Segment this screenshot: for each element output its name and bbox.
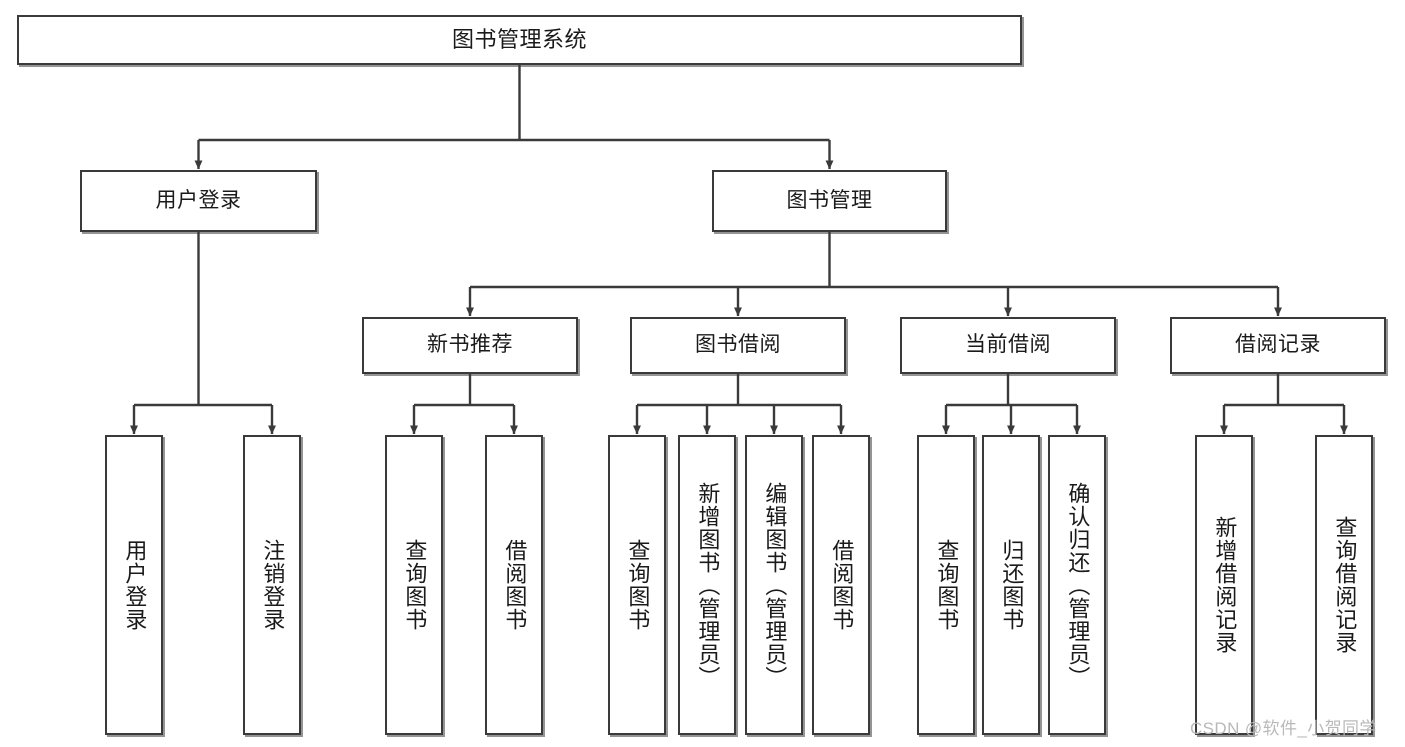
node-leaf-borrow-book-a[interactable]: 借阅图书 — [485, 435, 543, 735]
node-leaf-query-record[interactable]: 查询借阅记录 — [1315, 435, 1373, 735]
node-leaf-add-book[interactable]: 新增图书（管理员） — [678, 435, 736, 735]
node-new-book-recommendation[interactable]: 新书推荐 — [362, 317, 578, 374]
node-label: 用户登录 — [122, 539, 148, 631]
node-label: 归还图书 — [999, 539, 1025, 631]
node-borrowing-record[interactable]: 借阅记录 — [1170, 317, 1386, 374]
node-leaf-query-book-b[interactable]: 查询图书 — [608, 435, 666, 735]
node-leaf-confirm-return[interactable]: 确认归还（管理员） — [1048, 435, 1106, 735]
csdn-watermark: CSDN @软件_小贺同学 — [1190, 719, 1377, 738]
node-current-borrowing[interactable]: 当前借阅 — [900, 317, 1116, 374]
node-label: 查询图书 — [934, 539, 960, 631]
node-label: 新书推荐 — [427, 333, 513, 357]
node-label: 借阅记录 — [1235, 333, 1321, 357]
node-user-login[interactable]: 用户登录 — [80, 170, 317, 232]
node-label: 借阅图书 — [829, 539, 855, 631]
node-label: 新增借阅记录 — [1212, 516, 1238, 654]
node-label: 确认归还（管理员） — [1065, 481, 1091, 689]
node-leaf-borrow-book-b[interactable]: 借阅图书 — [812, 435, 870, 735]
node-label: 注销登录 — [260, 539, 286, 631]
node-leaf-logout[interactable]: 注销登录 — [243, 435, 301, 735]
node-leaf-edit-book[interactable]: 编辑图书（管理员） — [745, 435, 803, 735]
node-leaf-query-book-a[interactable]: 查询图书 — [385, 435, 443, 735]
node-label: 图书管理 — [786, 188, 873, 212]
node-label: 编辑图书（管理员） — [762, 481, 788, 689]
node-label: 当前借阅 — [965, 333, 1051, 357]
node-book-management[interactable]: 图书管理 — [712, 170, 947, 232]
node-label: 借阅图书 — [502, 539, 528, 631]
node-label: 图书借阅 — [695, 333, 781, 357]
node-leaf-add-record[interactable]: 新增借阅记录 — [1195, 435, 1253, 735]
node-label: 新增图书（管理员） — [695, 481, 721, 689]
node-leaf-user-login[interactable]: 用户登录 — [105, 435, 163, 735]
node-leaf-return-book[interactable]: 归还图书 — [982, 435, 1040, 735]
node-label: 查询借阅记录 — [1332, 516, 1358, 654]
node-label: 图书管理系统 — [451, 27, 587, 53]
node-leaf-query-book-c[interactable]: 查询图书 — [917, 435, 975, 735]
node-root[interactable]: 图书管理系统 — [17, 15, 1022, 65]
node-label: 查询图书 — [625, 539, 651, 631]
node-label: 用户登录 — [155, 188, 242, 212]
node-book-borrowing[interactable]: 图书借阅 — [630, 317, 846, 374]
node-label: 查询图书 — [402, 539, 428, 631]
